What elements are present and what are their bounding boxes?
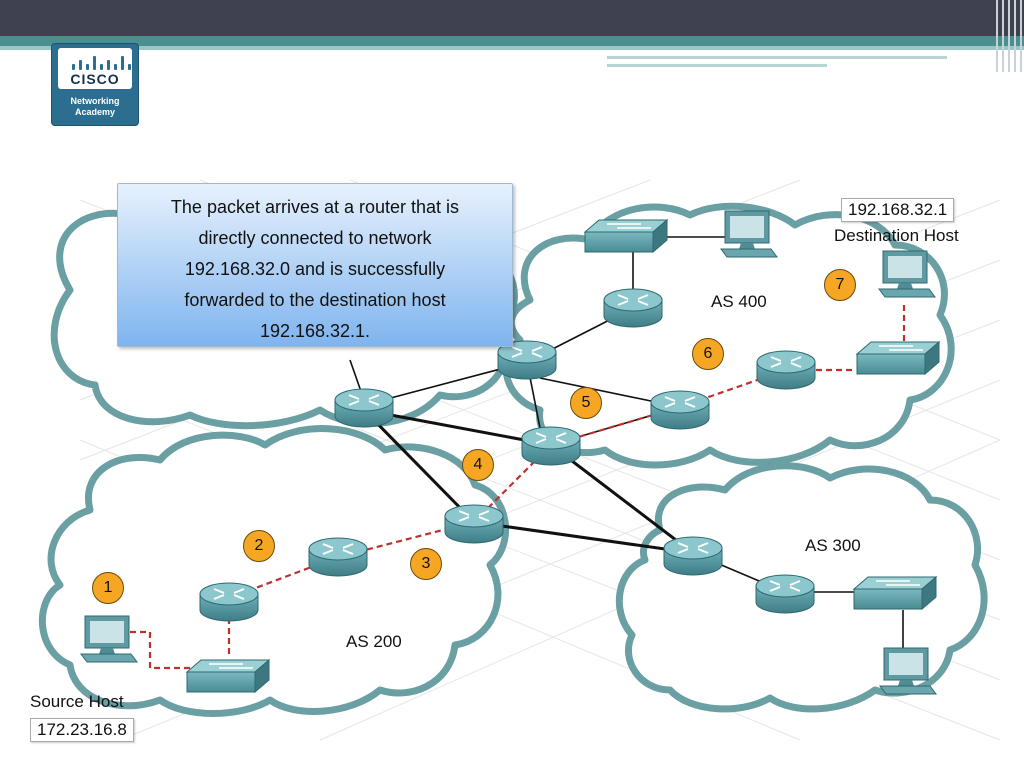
computer-icon bbox=[879, 647, 937, 695]
computer-icon bbox=[720, 210, 778, 258]
step-badge: 2 bbox=[243, 530, 275, 562]
switch-icon bbox=[186, 659, 270, 693]
router-icon bbox=[756, 350, 816, 390]
as-label: AS 400 bbox=[711, 292, 767, 311]
as-label: AS 200 bbox=[346, 632, 402, 651]
step-badge: 7 bbox=[824, 269, 856, 301]
destination-ip-box: 192.168.32.1 bbox=[841, 198, 955, 222]
cisco-bars-icon bbox=[70, 56, 132, 70]
as-label: AS 300 bbox=[805, 536, 861, 555]
router-icon bbox=[308, 537, 368, 577]
header-bar bbox=[0, 0, 1024, 36]
accent-band-light bbox=[0, 46, 1024, 50]
callout-line: 192.168.32.1. bbox=[259, 321, 371, 341]
source-host-label: Source Host bbox=[30, 692, 124, 711]
academy-label: Networking Academy bbox=[70, 96, 120, 117]
destination-host-label: Destination Host bbox=[834, 226, 959, 245]
callout-line: The packet arrives at a router that is bbox=[170, 197, 460, 217]
switch-icon bbox=[584, 219, 668, 253]
switch-icon bbox=[856, 341, 940, 375]
router-icon bbox=[199, 582, 259, 622]
source-host-computer-icon bbox=[80, 615, 138, 663]
step-badge: 5 bbox=[570, 387, 602, 419]
accent-band bbox=[0, 36, 1024, 46]
source-ip-box: 172.23.16.8 bbox=[30, 718, 134, 742]
router-icon bbox=[755, 574, 815, 614]
step-badge: 6 bbox=[692, 338, 724, 370]
router-icon bbox=[650, 390, 710, 430]
decor-line bbox=[607, 56, 947, 59]
router-icon bbox=[521, 426, 581, 466]
switch-icon bbox=[853, 576, 937, 610]
callout-line: 192.168.32.0 and is successfully bbox=[184, 259, 446, 279]
decor-line bbox=[607, 64, 827, 67]
callout-line: directly connected to network bbox=[198, 228, 432, 248]
router-icon bbox=[603, 288, 663, 328]
callout-line: forwarded to the destination host bbox=[184, 290, 446, 310]
explanation-callout: The packet arrives at a router that is d… bbox=[117, 183, 513, 347]
cisco-networking-academy-logo: CISCO Networking Academy bbox=[51, 43, 139, 126]
cloud-as-200 bbox=[38, 425, 509, 717]
decor-stripes bbox=[992, 0, 1024, 72]
destination-host-computer-icon bbox=[878, 250, 936, 298]
step-badge: 1 bbox=[92, 572, 124, 604]
cisco-wordmark: CISCO bbox=[70, 71, 120, 87]
router-icon bbox=[334, 388, 394, 428]
router-icon bbox=[444, 504, 504, 544]
step-badge: 3 bbox=[410, 548, 442, 580]
step-badge: 4 bbox=[462, 449, 494, 481]
router-icon bbox=[663, 536, 723, 576]
